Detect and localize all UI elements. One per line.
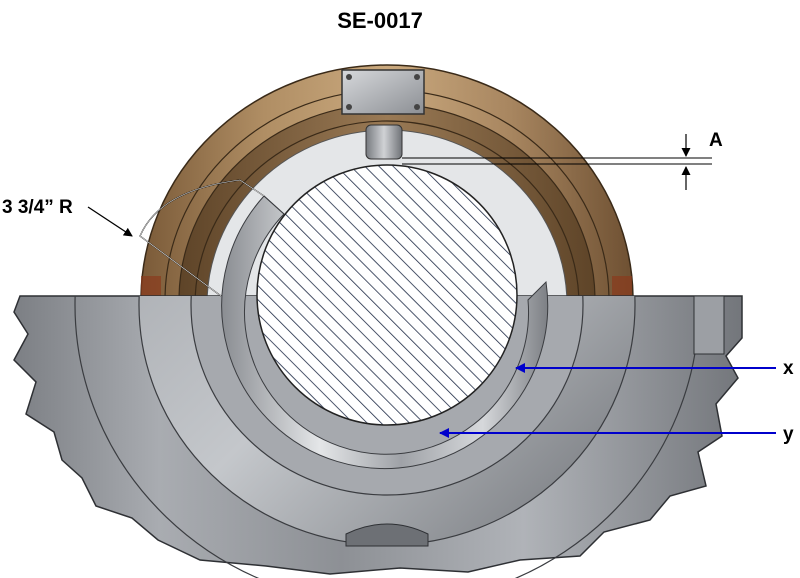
- clearance-dimension: A: [402, 130, 723, 190]
- callout-y: y: [439, 424, 794, 445]
- radius-label: 3 3/4” R: [2, 197, 73, 218]
- journal-section: [256, 164, 518, 426]
- cap-bolt-plate: [341, 69, 425, 115]
- bearing-shell: [221, 195, 549, 469]
- radius-dimension: 3 3/4” R: [2, 179, 265, 297]
- callout-x-label: x: [783, 358, 794, 379]
- callout-y-label: y: [783, 424, 794, 445]
- oil-dowel: [365, 124, 403, 160]
- diagram-title: SE-0017: [337, 8, 423, 33]
- clearance-label: A: [709, 130, 723, 151]
- callout-x: x: [515, 358, 794, 379]
